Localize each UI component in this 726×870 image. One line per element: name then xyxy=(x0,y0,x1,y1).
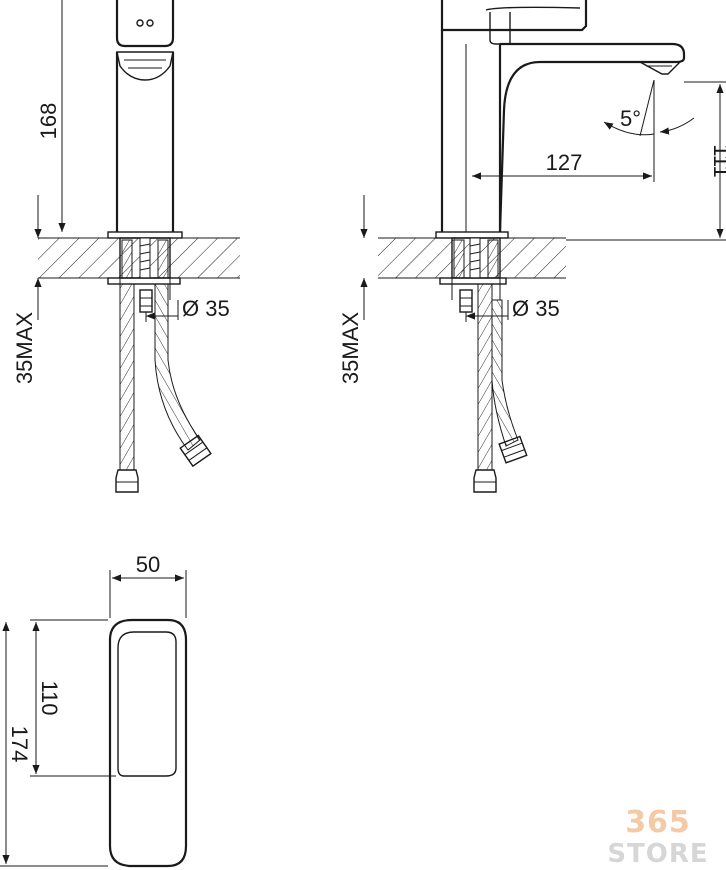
dim-length-174: 174 xyxy=(7,726,32,763)
dim-height-168: 168 xyxy=(36,103,61,140)
aerator-front xyxy=(116,51,174,81)
handle-side xyxy=(440,0,588,32)
handle-front xyxy=(115,0,175,48)
hose-left-2 xyxy=(154,283,201,451)
dim-width-50: 50 xyxy=(136,552,160,577)
dim-hole-left: Ø 35 xyxy=(182,296,230,321)
dim-length-110: 110 xyxy=(37,680,62,715)
logo-number: 365 xyxy=(625,805,691,840)
spout xyxy=(498,42,686,233)
handle-top xyxy=(108,618,188,868)
side-view: 35MAX Ø 35 127 111 5° xyxy=(338,0,726,493)
dim-deck-left: 35MAX xyxy=(12,312,37,384)
dim-height-111: 111 xyxy=(709,144,726,177)
hose-right-2 xyxy=(491,299,519,447)
top-view: 50 110 174 xyxy=(0,552,188,868)
dim-angle-5: 5° xyxy=(620,106,641,131)
front-view: 168 35MAX Ø 35 xyxy=(12,0,240,493)
dim-hole-right: Ø 35 xyxy=(512,296,560,321)
store-logo: 365 STORE xyxy=(607,805,708,869)
hose-right-1 xyxy=(477,283,493,471)
deck-section-left xyxy=(38,238,240,278)
dim-reach-127: 127 xyxy=(546,150,583,175)
logo-word: STORE xyxy=(607,839,708,869)
hose-left-1 xyxy=(119,283,135,471)
dim-deck-right: 35MAX xyxy=(338,312,363,384)
